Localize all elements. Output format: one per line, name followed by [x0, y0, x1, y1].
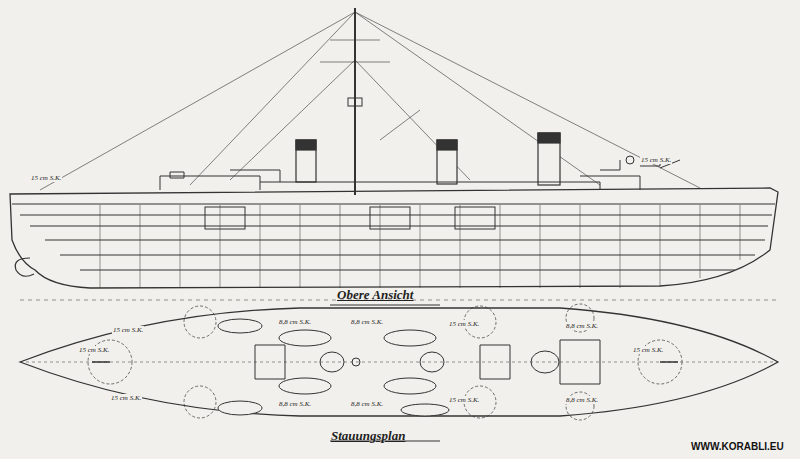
gun-label: 8,8 cm S.K.: [350, 318, 384, 326]
gun-label: 15 cm S.K.: [112, 326, 144, 334]
gun-label: 15 cm S.K.: [30, 174, 62, 182]
view-heading: Obere Ansicht: [336, 287, 414, 303]
gun-label: 15 cm S.K.: [640, 156, 672, 164]
gun-label: 15 cm S.K.: [448, 320, 480, 328]
gun-label: 8,8 cm S.K.: [565, 322, 599, 330]
gun-label: 8,8 cm S.K.: [565, 396, 599, 404]
gun-label: 8,8 cm S.K.: [350, 400, 384, 408]
gun-label: 15 cm S.K.: [448, 396, 480, 404]
gun-label: 15 cm S.K.: [110, 394, 142, 402]
gun-label: 8,8 cm S.K.: [278, 400, 312, 408]
gun-label: 15 cm S.K.: [632, 346, 664, 354]
gun-label: 8,8 cm S.K.: [278, 318, 312, 326]
watermark: WWW.KORABLI.EU: [690, 441, 785, 452]
gun-label: 15 cm S.K.: [78, 346, 110, 354]
plan-heading: Stauungsplan: [330, 428, 406, 444]
